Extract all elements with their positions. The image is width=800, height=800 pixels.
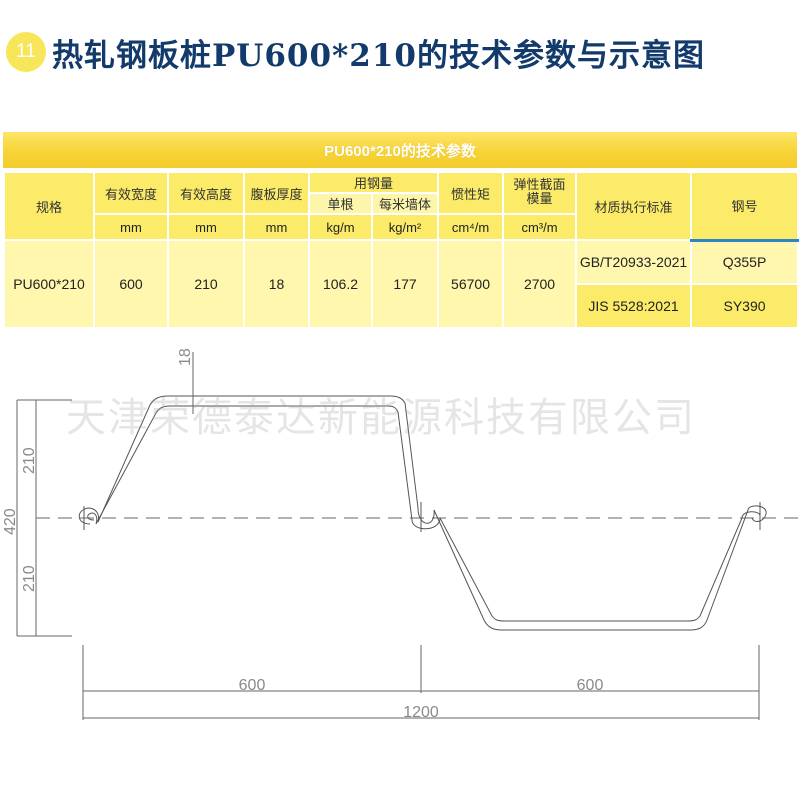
header-steel-usage: 用钢量 (307, 171, 440, 194)
spec-table-container: PU600*210的技术参数 规格 有效宽度 有效高度 腹板厚度 用钢量 惯性矩… (3, 132, 800, 329)
header-steel-usage-per-meter-wall: 每米墙体 (370, 192, 440, 215)
total-width-label: 1200 (403, 704, 439, 721)
lower-height-label: 210 (21, 565, 38, 592)
unit-steel-usage-per-meter-wall: kg/m² (370, 213, 440, 241)
sheet-pile-diagram: 18 420 210 210 600 600 1200 天津荣德泰达新能源科技有… (0, 330, 800, 800)
spec-table: 规格 有效宽度 有效高度 腹板厚度 用钢量 惯性矩 弹性截面模量 材质执行标准 … (3, 171, 800, 329)
unit-effective-height: mm (167, 213, 245, 241)
table-row: JIS 5528:2021 SY390 (4, 283, 800, 329)
total-height-label: 420 (2, 508, 19, 535)
cell-effective-height: 210 (167, 239, 245, 329)
cell-section-modulus: 2700 (502, 239, 578, 329)
header-steel-usage-single: 单根 (308, 192, 373, 215)
header-steel-grade: 钢号 (690, 171, 800, 242)
header-section-modulus-line1: 弹性截面 (513, 178, 566, 193)
unit-effective-width: mm (93, 213, 169, 241)
unit-moment-of-inertia: cm⁴/m (437, 213, 505, 241)
unit-web-thickness: mm (243, 213, 310, 241)
cell-grade-1: Q355P (690, 239, 800, 285)
cell-spec: PU600*210 (3, 239, 95, 329)
page-title: 热轧钢板桩PU600*210的技术参数与示意图 (52, 37, 705, 74)
table-caption: PU600*210的技术参数 (3, 132, 797, 168)
header-section-modulus-line2: 模量 (526, 192, 553, 207)
cell-grade-2: SY390 (690, 283, 800, 329)
section-number-badge: 11 (6, 32, 46, 72)
company-watermark: 天津荣德泰达新能源科技有限公司 (66, 395, 696, 441)
cell-standard-2: JIS 5528:2021 (575, 283, 693, 329)
header-web-thickness: 腹板厚度 (243, 171, 310, 215)
header-material-standard: 材质执行标准 (575, 171, 693, 241)
cell-moment-of-inertia: 56700 (437, 239, 505, 329)
cell-effective-width: 600 (93, 239, 169, 329)
table-row: PU600*210 600 210 18 106.2 177 56700 270… (3, 239, 800, 329)
unit-steel-usage-single: kg/m (308, 213, 373, 241)
thickness-dimension-label: 18 (177, 348, 194, 366)
header-effective-width: 有效宽度 (93, 171, 169, 215)
sheet-pile-profile-drawing: 18 420 210 210 600 600 1200 (2, 348, 800, 721)
unit-section-modulus: cm³/m (502, 213, 578, 241)
cell-steel-usage-per-meter-wall: 177 (370, 239, 440, 329)
page-title-row: 11 热轧钢板桩PU600*210的技术参数与示意图 (6, 30, 705, 74)
cell-steel-usage-single: 106.2 (308, 239, 373, 329)
header-section-modulus: 弹性截面模量 (502, 171, 578, 215)
upper-height-label: 210 (21, 447, 38, 474)
header-effective-height: 有效高度 (167, 171, 245, 215)
cell-web-thickness: 18 (243, 239, 310, 329)
left-width-label: 600 (239, 677, 266, 694)
cell-standard-1: GB/T20933-2021 (575, 239, 693, 285)
right-width-label: 600 (577, 677, 604, 694)
profile-inner-line (87, 405, 761, 622)
header-moment-of-inertia: 惯性矩 (437, 171, 505, 215)
header-spec: 规格 (3, 171, 95, 241)
profile-outer-line (78, 395, 767, 631)
